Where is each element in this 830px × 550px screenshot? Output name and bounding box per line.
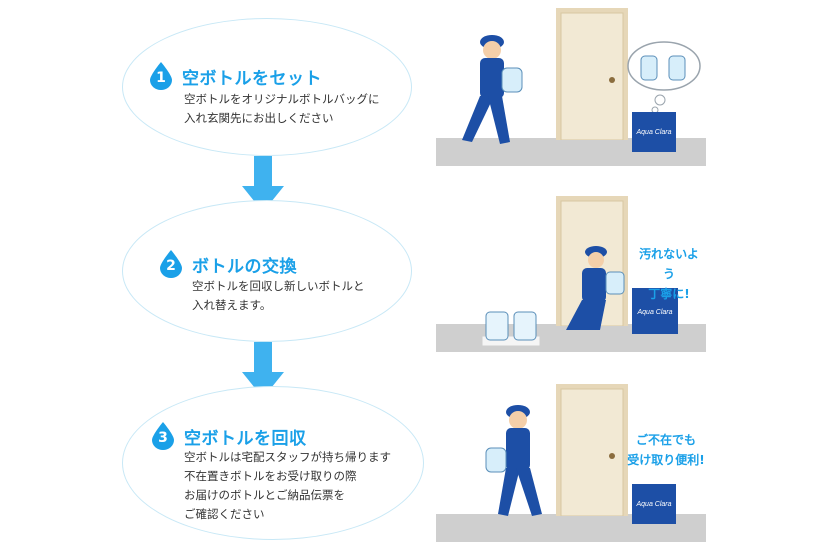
down-arrow-icon bbox=[242, 156, 284, 212]
step-2-number: 2 bbox=[166, 258, 176, 274]
scene-2-illustration: Aqua Clara 汚れないよう 丁寧に! bbox=[436, 190, 706, 355]
step-3-line-4: ご確認ください bbox=[184, 507, 265, 521]
step-1-line-2: 入れ玄関先にお出しください bbox=[184, 111, 334, 125]
step-2-heading: 2 ボトルの交換 bbox=[160, 250, 297, 278]
water-drop-icon: 2 bbox=[160, 250, 182, 278]
scene-3-caption-line-2: 受け取り便利! bbox=[627, 453, 705, 467]
bag-logo: Aqua Clara bbox=[636, 309, 672, 316]
step-1-line-1: 空ボトルをオリジナルボトルバッグに bbox=[184, 92, 380, 106]
bag-logo: Aqua Clara bbox=[635, 129, 671, 136]
step-3-line-1: 空ボトルは宅配スタッフが持ち帰ります bbox=[184, 450, 391, 464]
step-2-line-2: 入れ替えます。 bbox=[192, 298, 272, 312]
down-arrow-icon bbox=[242, 342, 284, 398]
scene-3-caption: ご不在でも 受け取り便利! bbox=[626, 430, 706, 470]
step-2-line-1: 空ボトルを回収し新しいボトルと bbox=[192, 279, 365, 293]
water-drop-icon: 1 bbox=[150, 62, 172, 90]
water-drop-icon: 3 bbox=[152, 422, 174, 450]
step-3-heading: 3 空ボトルを回収 bbox=[152, 422, 307, 450]
scene-3-illustration: Aqua Clara ご不在でも 受け取り便利! bbox=[436, 378, 706, 546]
delivery-person-icon bbox=[462, 35, 523, 144]
step-3-description: 空ボトルは宅配スタッフが持ち帰ります 不在置きボトルをお受け取りの際 お届けのボ… bbox=[184, 448, 391, 524]
door-icon bbox=[556, 8, 628, 140]
scene-2-caption-line-2: 丁寧に! bbox=[648, 287, 690, 301]
step-1-title: 空ボトルをセット bbox=[182, 68, 322, 89]
scene-2-caption: 汚れないよう 丁寧に! bbox=[634, 244, 704, 304]
step-1-ellipse bbox=[122, 18, 412, 156]
step-3-ellipse bbox=[122, 386, 424, 540]
step-1-number: 1 bbox=[156, 70, 166, 86]
bottle-bag-icon: Aqua Clara bbox=[632, 484, 676, 524]
bottle-bag-icon: Aqua Clara bbox=[632, 112, 676, 152]
door-icon bbox=[556, 384, 628, 516]
step-3-line-3: お届けのボトルとご納品伝票を bbox=[184, 488, 345, 502]
bottle-bag-icon: Aqua Clara bbox=[632, 288, 678, 334]
scene-3-caption-line-1: ご不在でも bbox=[635, 433, 696, 447]
thought-bubble-icon bbox=[627, 41, 701, 114]
step-3-title: 空ボトルを回収 bbox=[184, 428, 307, 449]
step-3-number: 3 bbox=[158, 430, 168, 446]
step-1-description: 空ボトルをオリジナルボトルバッグに 入れ玄関先にお出しください bbox=[184, 90, 380, 128]
step-1-heading: 1 空ボトルをセット bbox=[150, 62, 322, 90]
scene-1-illustration: Aqua Clara bbox=[436, 8, 706, 168]
step-2-title: ボトルの交換 bbox=[192, 256, 297, 277]
bag-logo: Aqua Clara bbox=[635, 501, 671, 508]
delivery-person-kneeling-icon bbox=[566, 246, 625, 330]
scene-2-caption-line-1: 汚れないよう bbox=[639, 247, 699, 281]
step-3-line-2: 不在置きボトルをお受け取りの際 bbox=[184, 469, 357, 483]
step-2-description: 空ボトルを回収し新しいボトルと 入れ替えます。 bbox=[192, 277, 365, 315]
delivery-person-icon bbox=[485, 405, 542, 516]
step-2-ellipse bbox=[122, 200, 412, 342]
new-bottles-icon bbox=[482, 311, 540, 346]
